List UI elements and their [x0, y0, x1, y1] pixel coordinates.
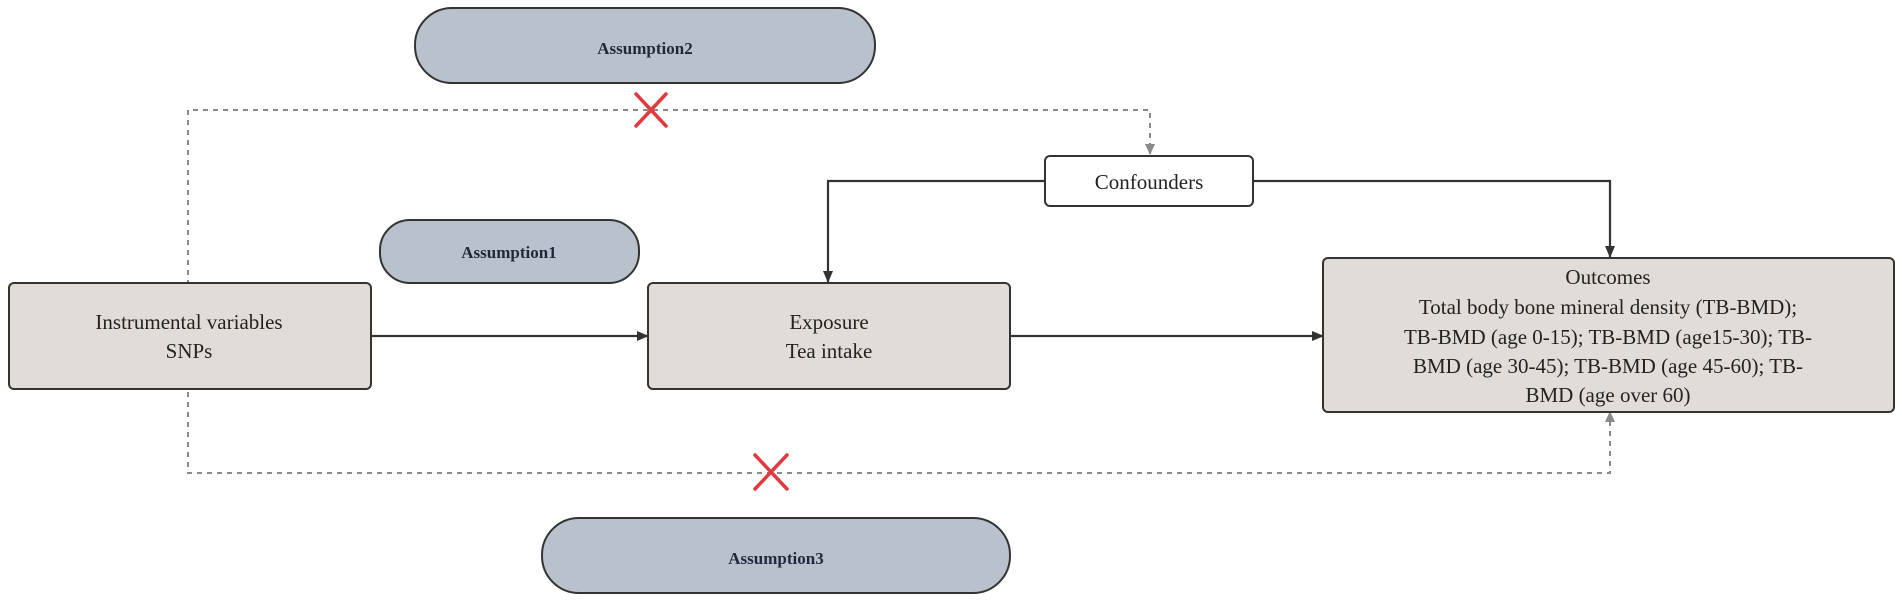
- assumption1-pill: Assumption1: [379, 219, 640, 284]
- assumption3-label: Assumption3: [728, 549, 823, 568]
- outcomes-title: Outcomes: [1565, 265, 1650, 289]
- assumption2-label: Assumption2: [597, 39, 692, 58]
- x-mark-icon: [753, 453, 789, 491]
- exposure-node: Exposure Tea intake: [647, 282, 1011, 390]
- exposure-subtitle: Tea intake: [786, 339, 873, 363]
- assumption3-pill: Assumption3: [541, 517, 1011, 594]
- assumption2-pill: Assumption2: [414, 7, 876, 84]
- confounders-to-exposure-arrow: [823, 179, 1045, 283]
- exposure-title: Exposure: [789, 310, 868, 334]
- instrumental-variables-subtitle: SNPs: [166, 339, 213, 363]
- confounders-to-outcomes-arrow: [1254, 179, 1615, 258]
- confounders-node: Confounders: [1044, 155, 1254, 207]
- confounders-label: Confounders: [1095, 170, 1204, 194]
- outcomes-node: Outcomes Total body bone mineral density…: [1322, 257, 1895, 413]
- x-mark-icon: [634, 92, 668, 128]
- outcomes-line-2: Total body bone mineral density (TB-BMD)…: [1419, 295, 1797, 319]
- outcomes-line-5: BMD (age over 60): [1525, 383, 1690, 407]
- instrumental-variables-node: Instrumental variables SNPs: [8, 282, 372, 390]
- outcomes-line-3: TB-BMD (age 0-15); TB-BMD (age15-30); TB…: [1404, 325, 1812, 349]
- instrumental-variables-title: Instrumental variables: [95, 310, 282, 334]
- assumption2-dashed-path: [187, 109, 1155, 285]
- assumption3-dashed-path: [187, 392, 1615, 474]
- assumption1-label: Assumption1: [461, 243, 556, 262]
- outcomes-line-4: BMD (age 30-45); TB-BMD (age 45-60); TB-: [1413, 354, 1803, 378]
